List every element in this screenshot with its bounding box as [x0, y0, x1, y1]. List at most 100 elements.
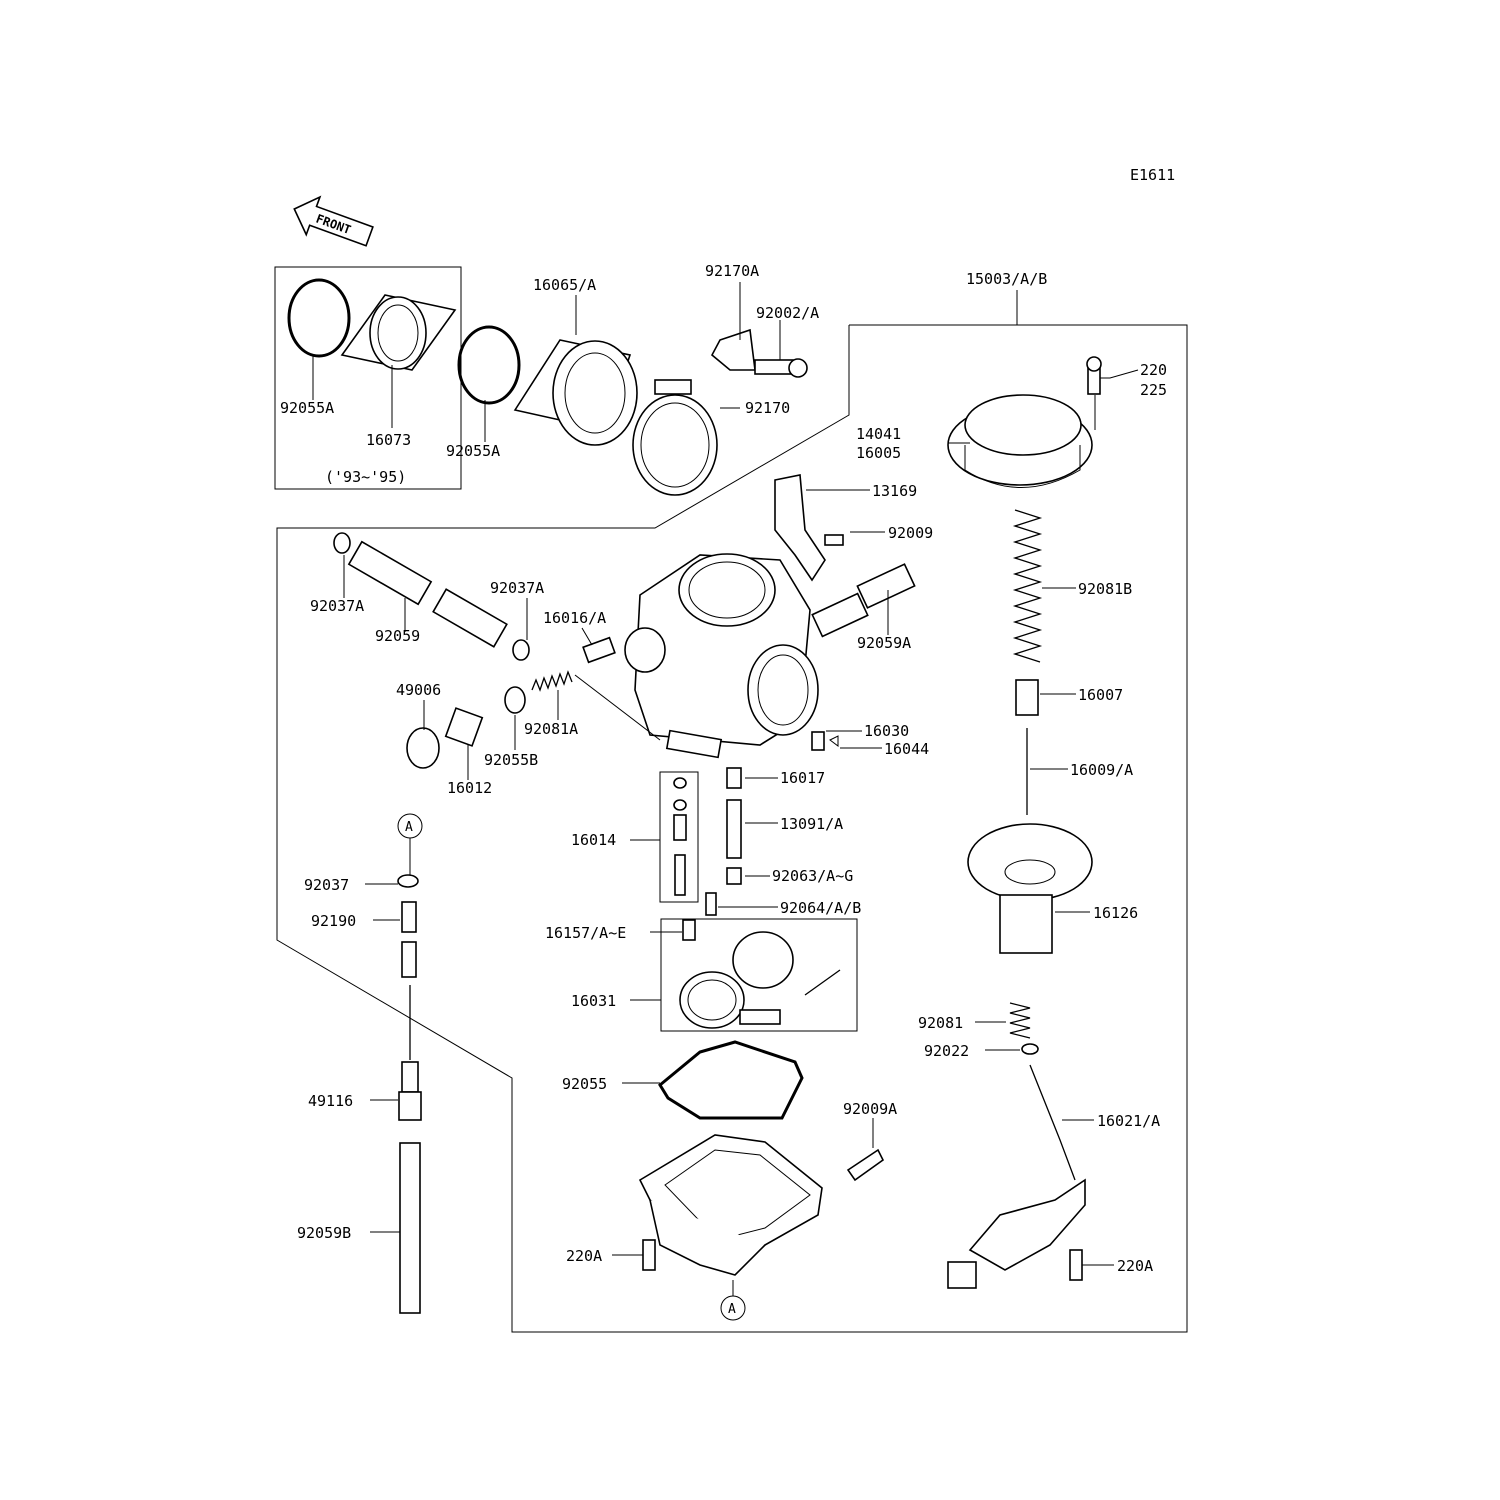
label-16126: 16126 — [1093, 904, 1138, 922]
clip-92037-part — [397, 874, 419, 888]
label-14041: 14041 — [856, 425, 901, 443]
spring-92081B-part — [1012, 509, 1043, 663]
year-note: ('93~'95) — [325, 468, 406, 486]
main-jet-92063-part — [726, 867, 742, 885]
screw-220-part — [1086, 356, 1102, 395]
label-16014: 16014 — [571, 831, 616, 849]
label-16012: 16012 — [447, 779, 492, 797]
air-cutoff-box — [659, 771, 699, 903]
label-92055A-mid: 92055A — [446, 442, 500, 460]
screw-92009-part — [824, 534, 844, 546]
label-92009: 92009 — [888, 524, 933, 542]
clamp-part — [632, 379, 718, 496]
label-16044: 16044 — [884, 740, 929, 758]
inset-box — [274, 266, 462, 490]
float-pin-part — [665, 729, 723, 759]
valve-16030-part — [811, 731, 839, 751]
svg-text:A: A — [728, 1302, 736, 1317]
washer-92022-part — [1021, 1043, 1039, 1055]
hose-92059-part — [347, 540, 508, 648]
label-92055: 92055 — [562, 1075, 607, 1093]
label-92002A: 92002/A — [756, 304, 819, 322]
label-92063AG: 92063/A~G — [772, 867, 853, 885]
label-92037: 92037 — [304, 876, 349, 894]
label-92055A-left: 92055A — [280, 399, 334, 417]
part-labels: 92055A 16073 92055A 16065/A 92170A 92002… — [280, 262, 1167, 1275]
label-92059B: 92059B — [297, 1224, 351, 1242]
label-92009A: 92009A — [843, 1100, 897, 1118]
label-16005: 16005 — [856, 444, 901, 462]
label-16065A: 16065/A — [533, 276, 596, 294]
o-ring-left-part — [287, 278, 351, 358]
spring-92081-part — [1009, 1002, 1031, 1039]
cap-49006-part — [406, 727, 440, 769]
label-16021A: 16021/A — [1097, 1112, 1160, 1130]
float-16031-part — [679, 931, 841, 1029]
screw-220A-left-part — [642, 1239, 656, 1271]
clip-92037A-mid-part — [512, 639, 530, 661]
label-92055B: 92055B — [484, 751, 538, 769]
intake-holder-part — [513, 339, 638, 446]
label-220: 220 — [1140, 361, 1167, 379]
label-49006: 49006 — [396, 681, 441, 699]
bolt-92002-part — [754, 358, 808, 378]
insulator-16073-part — [340, 294, 457, 371]
leader-lines — [312, 282, 1139, 1266]
jet-16157-part — [682, 919, 696, 941]
hose-92190-part — [401, 901, 417, 933]
carburetor-body-part — [624, 553, 819, 746]
label-49116: 49116 — [308, 1092, 353, 1110]
clip-92037A-left-part — [333, 532, 351, 554]
vacuum-cover-part — [947, 394, 1093, 488]
label-16009A: 16009/A — [1070, 761, 1133, 779]
callout-a-bottom: A — [720, 1295, 746, 1321]
air-cutoff-parts — [673, 777, 687, 896]
label-92022: 92022 — [924, 1042, 969, 1060]
label-16031: 16031 — [571, 992, 616, 1010]
label-92037A-left: 92037A — [310, 597, 364, 615]
label-13169: 13169 — [872, 482, 917, 500]
label-92059A: 92059A — [857, 634, 911, 652]
gasket-92055-part — [658, 1040, 804, 1120]
svg-text:A: A — [405, 820, 413, 835]
label-16030: 16030 — [864, 722, 909, 740]
diagram-code: E1611 — [1130, 166, 1175, 184]
label-16073: 16073 — [366, 431, 411, 449]
label-220A-right: 220A — [1117, 1257, 1153, 1275]
starter-cable-part — [947, 1064, 1086, 1289]
label-92081: 92081 — [918, 1014, 963, 1032]
o-ring-92055B-part — [504, 686, 526, 714]
label-92170: 92170 — [745, 399, 790, 417]
needle-jet-13091-part — [726, 799, 742, 859]
hose-92190b-part — [401, 941, 417, 978]
label-92190: 92190 — [311, 912, 356, 930]
callout-a-top: A — [397, 813, 423, 839]
bracket-part — [710, 328, 756, 371]
throttle-bracket-part — [774, 474, 826, 582]
hose-92059A-part — [811, 563, 916, 638]
diaphragm-part — [967, 823, 1093, 954]
label-13091A: 13091/A — [780, 815, 843, 833]
label-220A-left: 220A — [566, 1247, 602, 1265]
label-16017: 16017 — [780, 769, 825, 787]
pilot-screw-part — [582, 636, 616, 664]
label-92037A-mid: 92037A — [490, 579, 544, 597]
o-ring-mid-part — [457, 325, 521, 405]
label-92081A: 92081A — [524, 720, 578, 738]
float-bowl-part — [638, 1134, 823, 1276]
spring-92081A-part — [531, 670, 573, 692]
screw-92009A-part — [846, 1148, 885, 1182]
label-15003AB: 15003/A/B — [966, 270, 1047, 288]
plunger-16012-part — [444, 707, 484, 747]
tube-49116-part — [398, 1061, 422, 1121]
hose-92059B-part — [399, 1142, 421, 1314]
spring-seat-part — [1015, 679, 1039, 716]
label-92170A: 92170A — [705, 262, 759, 280]
front-arrow: FRONT — [293, 195, 374, 247]
screw-220A-right-part — [1069, 1249, 1083, 1281]
label-92059: 92059 — [375, 627, 420, 645]
main-outline — [276, 324, 1188, 1333]
label-16016A: 16016/A — [543, 609, 606, 627]
label-225: 225 — [1140, 381, 1167, 399]
